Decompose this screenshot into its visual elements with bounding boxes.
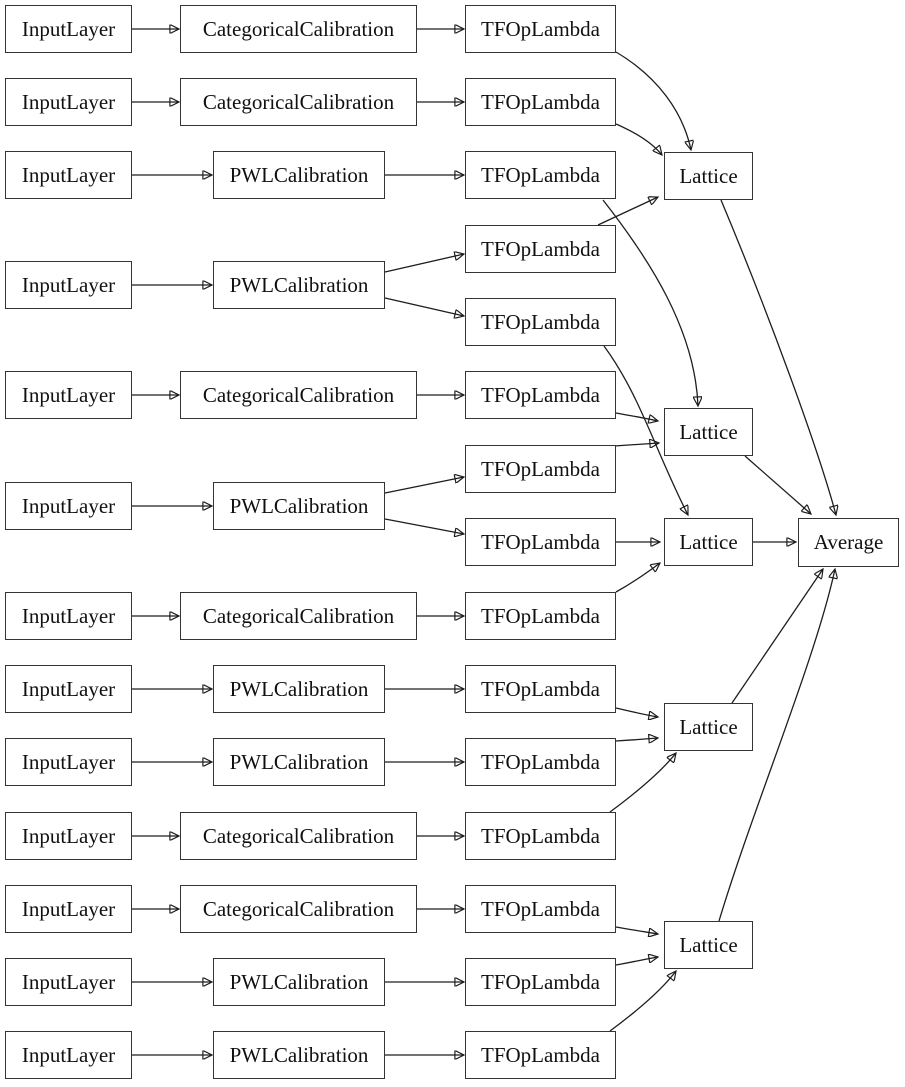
edge-tf6-lat2 (615, 412, 658, 421)
node-input-layer-2: InputLayer (5, 78, 132, 126)
node-lattice-3: Lattice (664, 518, 753, 566)
edge-tf7-lat2 (613, 443, 659, 446)
node-categorical-calibration-10: CategoricalCalibration (180, 812, 417, 860)
node-lattice-2: Lattice (664, 408, 753, 456)
node-pwl-calibration-3: PWLCalibration (213, 151, 385, 199)
node-average: Average (798, 518, 899, 567)
edge-tf4-lat1 (597, 197, 658, 226)
node-pwl-calibration-6: PWLCalibration (213, 482, 385, 530)
node-tf-op-lambda-11: TFOpLambda (465, 738, 616, 786)
edge-lat2-avg (744, 455, 811, 514)
edge-tf10-lat4 (615, 707, 658, 717)
node-tf-op-lambda-2: TFOpLambda (465, 78, 616, 126)
node-tf-op-lambda-4: TFOpLambda (465, 225, 616, 273)
edge-tf2-lat1 (615, 123, 662, 155)
node-categorical-calibration-2: CategoricalCalibration (180, 78, 417, 126)
node-tf-op-lambda-13: TFOpLambda (465, 885, 616, 933)
edge-cal4-tf5 (384, 297, 464, 316)
edge-cal6-tf7 (384, 477, 464, 494)
node-input-layer-5: InputLayer (5, 371, 132, 419)
node-input-layer-9: InputLayer (5, 738, 132, 786)
node-pwl-calibration-9: PWLCalibration (213, 738, 385, 786)
node-tf-op-lambda-3: TFOpLambda (465, 151, 616, 199)
edge-lat1-avg (720, 199, 836, 515)
node-input-layer-6: InputLayer (5, 482, 132, 530)
edge-lat4-avg (731, 569, 823, 704)
edge-tf13-lat5 (615, 926, 658, 934)
node-tf-op-lambda-15: TFOpLambda (465, 1031, 616, 1079)
node-pwl-calibration-4: PWLCalibration (213, 261, 385, 309)
edge-tf5-lat3 (603, 345, 688, 515)
node-lattice-5: Lattice (664, 921, 753, 969)
node-categorical-calibration-11: CategoricalCalibration (180, 885, 417, 933)
node-pwl-calibration-12: PWLCalibration (213, 958, 385, 1006)
edge-cal6-tf8 (384, 518, 464, 534)
node-lattice-1: Lattice (664, 152, 753, 200)
node-tf-op-lambda-12: TFOpLambda (465, 812, 616, 860)
node-input-layer-11: InputLayer (5, 885, 132, 933)
node-tf-op-lambda-5: TFOpLambda (465, 298, 616, 346)
edge-tf3-lat2 (602, 199, 698, 406)
node-tf-op-lambda-10: TFOpLambda (465, 665, 616, 713)
edge-tf12-lat4 (609, 753, 676, 813)
node-tf-op-lambda-7: TFOpLambda (465, 445, 616, 493)
edge-tf9-lat3 (615, 563, 660, 593)
edge-lat5-avg (718, 569, 835, 922)
node-categorical-calibration-1: CategoricalCalibration (180, 5, 417, 53)
node-input-layer-12: InputLayer (5, 958, 132, 1006)
node-pwl-calibration-8: PWLCalibration (213, 665, 385, 713)
node-pwl-calibration-13: PWLCalibration (213, 1031, 385, 1079)
node-tf-op-lambda-1: TFOpLambda (465, 5, 616, 53)
node-input-layer-13: InputLayer (5, 1031, 132, 1079)
node-input-layer-8: InputLayer (5, 665, 132, 713)
edge-tf1-lat1 (615, 51, 691, 150)
edge-tf15-lat5 (609, 971, 676, 1032)
node-input-layer-10: InputLayer (5, 812, 132, 860)
node-categorical-calibration-7: CategoricalCalibration (180, 592, 417, 640)
node-input-layer-3: InputLayer (5, 151, 132, 199)
edge-cal4-tf4 (384, 254, 464, 273)
edge-tf14-lat5 (615, 957, 658, 966)
node-categorical-calibration-5: CategoricalCalibration (180, 371, 417, 419)
node-input-layer-7: InputLayer (5, 592, 132, 640)
node-tf-op-lambda-14: TFOpLambda (465, 958, 616, 1006)
node-tf-op-lambda-6: TFOpLambda (465, 371, 616, 419)
node-tf-op-lambda-8: TFOpLambda (465, 518, 616, 566)
node-tf-op-lambda-9: TFOpLambda (465, 592, 616, 640)
node-input-layer-1: InputLayer (5, 5, 132, 53)
node-input-layer-4: InputLayer (5, 261, 132, 309)
node-lattice-4: Lattice (664, 703, 753, 751)
edge-tf11-lat4 (615, 738, 658, 741)
